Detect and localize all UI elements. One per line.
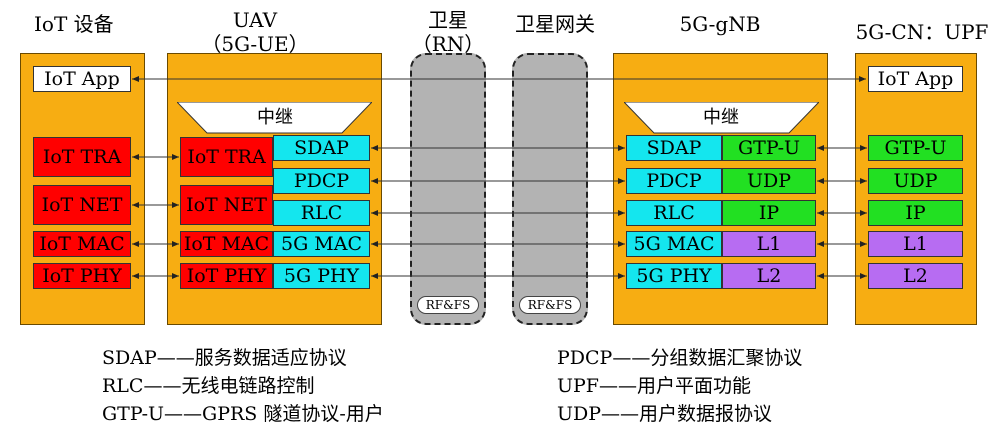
gnb-l1-layer: L1 [722,231,816,257]
iot-phy-layer: IoT PHY [33,263,131,289]
gnb-5g-phy-layer: 5G PHY [626,263,722,289]
legend-pdcp: PDCP——分组数据汇聚协议 [557,347,803,369]
uav-sdap-layer: SDAP [273,135,370,161]
iot-tra-layer: IoT TRA [33,137,131,177]
cn-udp-layer: UDP [868,168,963,194]
iot-mac-layer: IoT MAC [33,231,131,257]
cn-gtpu-layer: GTP-U [868,135,963,161]
title-gateway: 卫星网关 [515,12,595,36]
iot-net-layer: IoT NET [33,185,131,225]
gnb-relay-label: 中继 [703,107,739,128]
title-uav-sub: （5G-UE） [201,32,309,56]
uav-iot-phy-layer: IoT PHY [180,263,273,289]
gateway-rf-label: RF&FS [519,296,581,314]
gnb-ip-layer: IP [722,200,816,226]
title-core-network: 5G-CN：UPF [855,20,989,44]
gnb-5g-mac-layer: 5G MAC [626,231,722,257]
uav-5g-phy-layer: 5G PHY [273,263,370,289]
cn-l1-layer: L1 [868,231,963,257]
gnb-sdap-layer: SDAP [626,135,722,161]
legend-gtpu: GTP-U——GPRS 隧道协议-用户 [102,403,384,425]
uav-relay-shape [177,102,372,134]
satellite-column [410,53,486,325]
uav-pdcp-layer: PDCP [273,168,370,194]
gnb-udp-layer: UDP [722,168,816,194]
gnb-relay-shape [624,102,819,134]
legend-rlc: RLC——无线电链路控制 [102,375,315,397]
title-satellite-sub: （RN） [411,32,485,56]
gnb-rlc-layer: RLC [626,200,722,226]
uav-iot-mac-layer: IoT MAC [180,231,273,257]
title-uav: UAV [232,8,278,32]
title-satellite: 卫星 [428,8,468,32]
cn-iot-app-layer: IoT App [868,66,963,92]
title-gnb: 5G-gNB [679,12,761,36]
gnb-gtpu-layer: GTP-U [722,135,816,161]
gnb-l2-layer: L2 [722,263,816,289]
uav-rlc-layer: RLC [273,200,370,226]
legend-upf: UPF——用户平面功能 [557,375,751,397]
gateway-column [512,53,588,325]
iot-app-layer: IoT App [33,66,131,92]
uav-5g-mac-layer: 5G MAC [273,231,370,257]
satellite-rf-label: RF&FS [417,296,479,314]
uav-iot-tra-layer: IoT TRA [180,137,273,177]
cn-l2-layer: L2 [868,263,963,289]
gnb-pdcp-layer: PDCP [626,168,722,194]
title-iot-device: IoT 设备 [34,12,114,36]
cn-ip-layer: IP [868,200,963,226]
uav-relay-label: 中继 [257,107,293,128]
uav-iot-net-layer: IoT NET [180,185,273,225]
legend-udp: UDP——用户数据报协议 [557,403,773,425]
legend-sdap: SDAP——服务数据适应协议 [102,347,347,369]
